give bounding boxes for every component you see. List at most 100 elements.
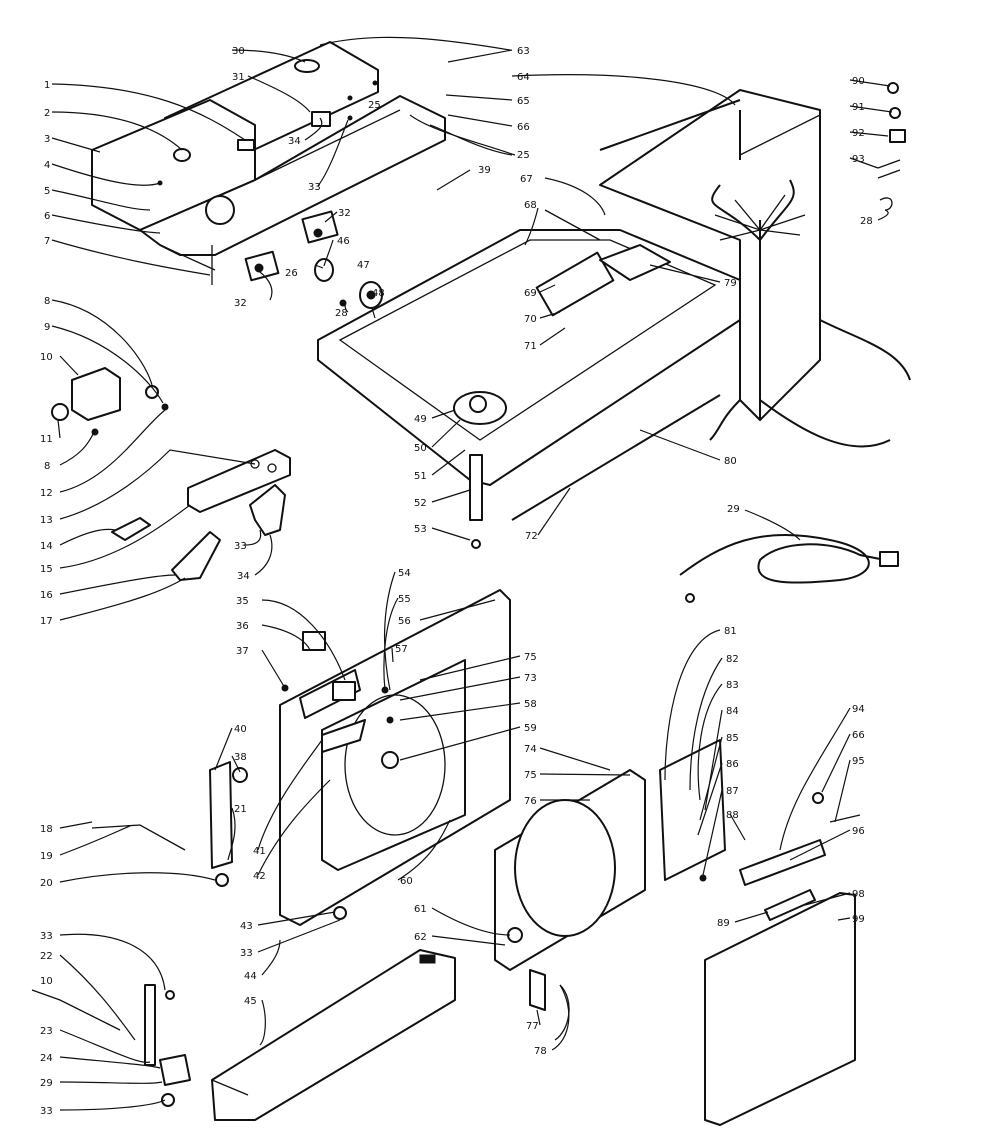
callout-7: 7 — [44, 236, 50, 247]
callout-19: 19 — [40, 851, 53, 862]
callout-labels: 1 2 3 4 5 6 7 8 9 10 11 8 12 13 14 15 16… — [40, 46, 873, 1117]
callout-37: 37 — [236, 646, 249, 657]
callout-28a: 28 — [335, 308, 348, 319]
callout-17: 17 — [40, 616, 53, 627]
callout-90: 90 — [852, 76, 865, 87]
callout-33e: 33 — [240, 948, 253, 959]
callout-63: 63 — [517, 46, 530, 57]
callout-78: 78 — [534, 1046, 547, 1057]
callout-48: 48 — [372, 288, 385, 299]
top-cover — [317, 209, 741, 549]
callout-73: 73 — [524, 673, 537, 684]
door-panel — [659, 739, 861, 1126]
lower-left-hardware — [31, 984, 191, 1107]
callout-85: 85 — [726, 733, 739, 744]
callout-94: 94 — [852, 704, 865, 715]
callout-76: 76 — [524, 796, 537, 807]
callout-42: 42 — [253, 871, 266, 882]
callout-29b: 29 — [727, 504, 740, 515]
callout-81: 81 — [724, 626, 737, 637]
callout-12: 12 — [40, 488, 53, 499]
callout-71: 71 — [524, 341, 537, 352]
callout-43: 43 — [240, 921, 253, 932]
callout-72: 72 — [525, 531, 538, 542]
timer-switch-assembly — [51, 367, 291, 581]
callout-14: 14 — [40, 541, 53, 552]
callout-50: 50 — [414, 443, 427, 454]
callout-6: 6 — [44, 211, 50, 222]
callout-31: 31 — [232, 72, 245, 83]
callout-33b: 33 — [40, 1106, 53, 1117]
callout-93: 93 — [852, 154, 865, 165]
callout-13: 13 — [40, 515, 53, 526]
callout-33d: 33 — [234, 541, 247, 552]
callout-9: 9 — [44, 322, 50, 333]
leader-lines — [51, 36, 893, 1111]
callout-53: 53 — [414, 524, 427, 535]
callout-32a: 32 — [338, 208, 351, 219]
callout-59: 59 — [524, 723, 537, 734]
callout-1: 1 — [44, 80, 50, 91]
callout-40: 40 — [234, 724, 247, 735]
callout-66b: 66 — [852, 730, 865, 741]
callout-35: 35 — [236, 596, 249, 607]
callout-33c: 33 — [308, 182, 321, 193]
callout-23: 23 — [40, 1026, 53, 1037]
callout-99: 99 — [852, 914, 865, 925]
callout-80: 80 — [724, 456, 737, 467]
left-side-bracket — [91, 761, 248, 887]
callout-10b: 10 — [40, 976, 53, 987]
power-cord — [679, 533, 899, 603]
callout-83: 83 — [726, 680, 739, 691]
callout-49: 49 — [414, 414, 427, 425]
callout-34a: 34 — [288, 136, 301, 147]
callout-8b: 8 — [44, 461, 50, 472]
callout-25b: 25 — [517, 150, 530, 161]
callout-21: 21 — [234, 804, 247, 815]
callout-96: 96 — [852, 826, 865, 837]
callout-74: 74 — [524, 744, 537, 755]
callout-75b: 75 — [524, 770, 537, 781]
callout-84: 84 — [726, 706, 739, 717]
callout-10: 10 — [40, 352, 53, 363]
callout-57: 57 — [395, 644, 408, 655]
callout-86: 86 — [726, 759, 739, 770]
callout-4: 4 — [44, 160, 50, 171]
callout-33a: 33 — [40, 931, 53, 942]
callout-3: 3 — [44, 134, 50, 145]
callout-15: 15 — [40, 564, 53, 575]
callout-47: 47 — [357, 260, 370, 271]
callout-56: 56 — [398, 616, 411, 627]
callout-20: 20 — [40, 878, 53, 889]
small-hardware-right — [877, 82, 906, 211]
callout-24: 24 — [40, 1053, 53, 1064]
callout-45: 45 — [244, 996, 257, 1007]
cabinet-panel — [279, 589, 511, 926]
callout-52: 52 — [414, 498, 427, 509]
callout-34b: 34 — [237, 571, 250, 582]
callout-26: 26 — [285, 268, 298, 279]
callout-25a: 25 — [368, 100, 381, 111]
callout-88: 88 — [726, 810, 739, 821]
callout-95: 95 — [852, 756, 865, 767]
callout-89: 89 — [717, 918, 730, 929]
callout-91: 91 — [852, 102, 865, 113]
callout-92: 92 — [852, 128, 865, 139]
callout-60: 60 — [400, 876, 413, 887]
callout-98: 98 — [852, 889, 865, 900]
callout-46: 46 — [337, 236, 350, 247]
callout-18: 18 — [40, 824, 53, 835]
callout-75a: 75 — [524, 652, 537, 663]
callout-64: 64 — [517, 72, 530, 83]
callout-28b: 28 — [860, 216, 873, 227]
callout-62: 62 — [414, 932, 427, 943]
callout-32b: 32 — [234, 298, 247, 309]
callout-51: 51 — [414, 471, 427, 482]
callout-54: 54 — [398, 568, 411, 579]
callout-2: 2 — [44, 108, 50, 119]
door-frame — [494, 769, 646, 1041]
callout-82: 82 — [726, 654, 739, 665]
callout-65: 65 — [517, 96, 530, 107]
callout-16: 16 — [40, 590, 53, 601]
